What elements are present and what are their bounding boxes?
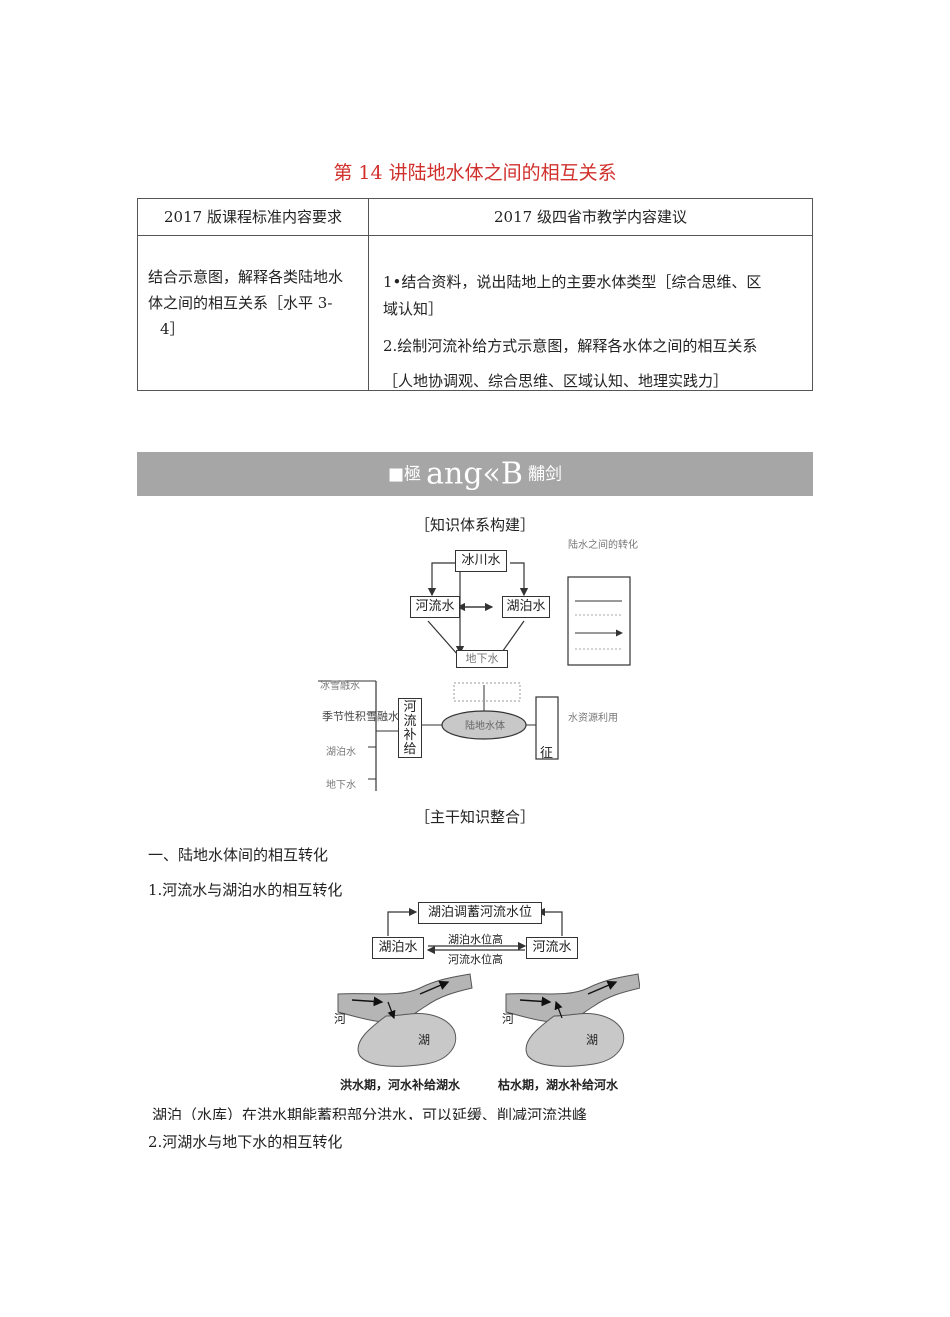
feature-label: 征 [540,746,554,761]
right-lake-label: 湖 [586,1033,599,1047]
section-banner: ■極 ang«B 黼剑 [137,452,813,496]
flow-diagram [387,907,563,955]
top-faint-box [453,682,521,702]
supply-item-3: 湖泊水 [326,747,356,758]
left-flow-arrow-1 [351,996,384,1007]
arrow-glacier-river [427,562,458,597]
right-line-3: 2.绘制河流补给方式示意图，解释各水体之间的相互关系 [383,337,758,355]
flow-lake-box: 湖泊水 [372,937,424,959]
left-flow-arrow-2 [419,980,450,995]
supply-item-1: 冰雪融水 [320,681,360,692]
right-line-4: ［人地协调观、综合思维、区域认知、地理实践力］ [383,372,729,390]
right-flow-arrow-1 [519,996,552,1007]
heading-2: 1.河流水与湖泊水的相互转化 [148,881,343,899]
table-cell-right: 1•结合资料，说出陆地上的主要水体类型［综合思维、区 域认知］ 2.绘制河流补给… [369,236,812,390]
banner-mark: ■極 [387,464,422,485]
faint-label-mid: 水资源利用 [568,713,618,724]
flow-arrow-right [536,907,563,936]
flow-river-box: 河流水 [526,937,578,959]
river-supply-box: 河流补给 [398,698,422,758]
flow-arrow-left [387,907,418,936]
knowledge-diagram [318,562,631,791]
heading-1: 一、陆地水体间的相互转化 [148,846,329,864]
line-lake-ground [499,620,525,656]
table-header-left: 2017 版课程标准内容要求 [164,208,342,226]
banner-big-text: ang«B [426,456,523,492]
knowledge-system-caption: ［知识体系构建］ [414,516,535,534]
river-lake-maps [337,973,640,1067]
lake-regulation-box: 湖泊调蓄河流水位 [418,902,542,924]
dry-season-caption: 枯水期，湖水补给河水 [498,1078,619,1092]
left-river-label: 河 [334,1012,347,1026]
supply-item-4: 地下水 [326,780,356,791]
right-river-label: 河 [502,1012,515,1026]
supply-item-2: 季节性积雪融水 [322,710,399,723]
line-river-ground [427,620,459,656]
left-line-3: 4］ [160,320,185,338]
glacier-water-box: 冰川水 [455,550,507,572]
requirements-table: 2017 版课程标准内容要求 2017 级四省市教学内容建议 结合示意图，解释各… [137,198,813,391]
left-lake-label: 湖 [418,1033,431,1047]
banner-small-text: 黼剑 [528,464,563,485]
flood-season-caption: 洪水期，河水补给湖水 [340,1078,461,1092]
ground-water-box: 地下水 [456,650,508,668]
oval-label: 陆地水体 [465,721,505,732]
left-line-2: 体之间的相互关系［水平 3- [148,294,333,312]
faint-label-top: 陆水之间的转化 [568,540,638,551]
arrow-glacier-lake [510,562,529,597]
table-cell-left: 结合示意图，解释各类陆地水 体之间的相互关系［水平 3- 4］ [138,236,368,390]
table-header-right: 2017 级四省市教学内容建议 [494,208,687,226]
lake-higher-label: 湖泊水位高 [448,933,503,946]
right-up-arrow [554,1000,563,1019]
right-relation-box [567,576,631,666]
left-line-1: 结合示意图，解释各类陆地水 [148,268,344,286]
main-knowledge-caption: ［主干知识整合］ [414,808,535,826]
dry-season-map [505,973,640,1067]
flood-season-map [337,973,473,1067]
right-flow-arrow-2 [587,980,618,995]
right-lake-shape [525,1013,625,1067]
lake-water-box: 湖泊水 [502,596,550,618]
left-lake-shape [357,1013,457,1067]
feature-box [535,696,559,760]
left-down-arrow [387,1001,396,1020]
right-line-1: 1•结合资料，说出陆地上的主要水体类型［综合思维、区 [383,273,762,291]
paragraph-lake-flood: 湖泊（水库）在洪水期能蓄积部分洪水，可以延缓、削减河流洪峰 [152,1106,588,1120]
right-line-2: 域认知］ [383,300,444,318]
heading-3: 2.河湖水与地下水的相互转化 [148,1133,343,1151]
river-higher-label: 河流水位高 [448,953,503,966]
river-water-box: 河流水 [410,596,460,618]
page-title: 第 14 讲陆地水体之间的相互关系 [333,162,617,184]
